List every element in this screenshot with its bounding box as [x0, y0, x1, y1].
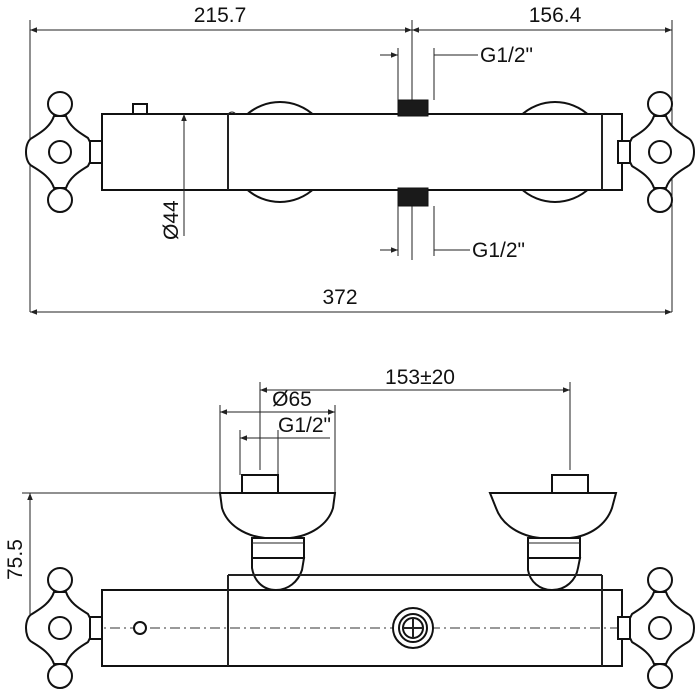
eccentric-right — [488, 474, 618, 592]
eccentric-left — [218, 474, 337, 592]
dim-eccentric-thread-label: G1/2" — [278, 414, 331, 437]
cross-handle-left-front — [25, 567, 103, 689]
inlet-bottom-connector — [397, 187, 429, 207]
cross-handle-right-top — [617, 91, 695, 213]
dim-height-label: 75.5 — [4, 539, 27, 580]
dim-left-label: 215.7 — [194, 4, 247, 27]
shower-outlet — [392, 607, 434, 649]
inlet-bottom-label: G1/2" — [472, 239, 525, 262]
dim-eccentric-diameter-label: Ø65 — [272, 388, 312, 411]
cross-handle-right-front — [617, 567, 695, 689]
front-view: 153±20 Ø65 G1/2" 75.5 — [4, 366, 695, 689]
dim-spacing-label: 153±20 — [385, 366, 455, 389]
dim-total-label: 372 — [322, 286, 357, 309]
inlet-top-label: G1/2" — [480, 44, 533, 67]
cross-handle-left-top — [25, 91, 103, 213]
diameter-44-label: Ø44 — [160, 200, 183, 240]
top-view: 215.7 156.4 372 G1/2" G1/2" — [25, 4, 695, 315]
dim-right-label: 156.4 — [529, 4, 582, 27]
inlet-top-connector — [397, 99, 429, 117]
mixer-body-top — [101, 113, 623, 191]
